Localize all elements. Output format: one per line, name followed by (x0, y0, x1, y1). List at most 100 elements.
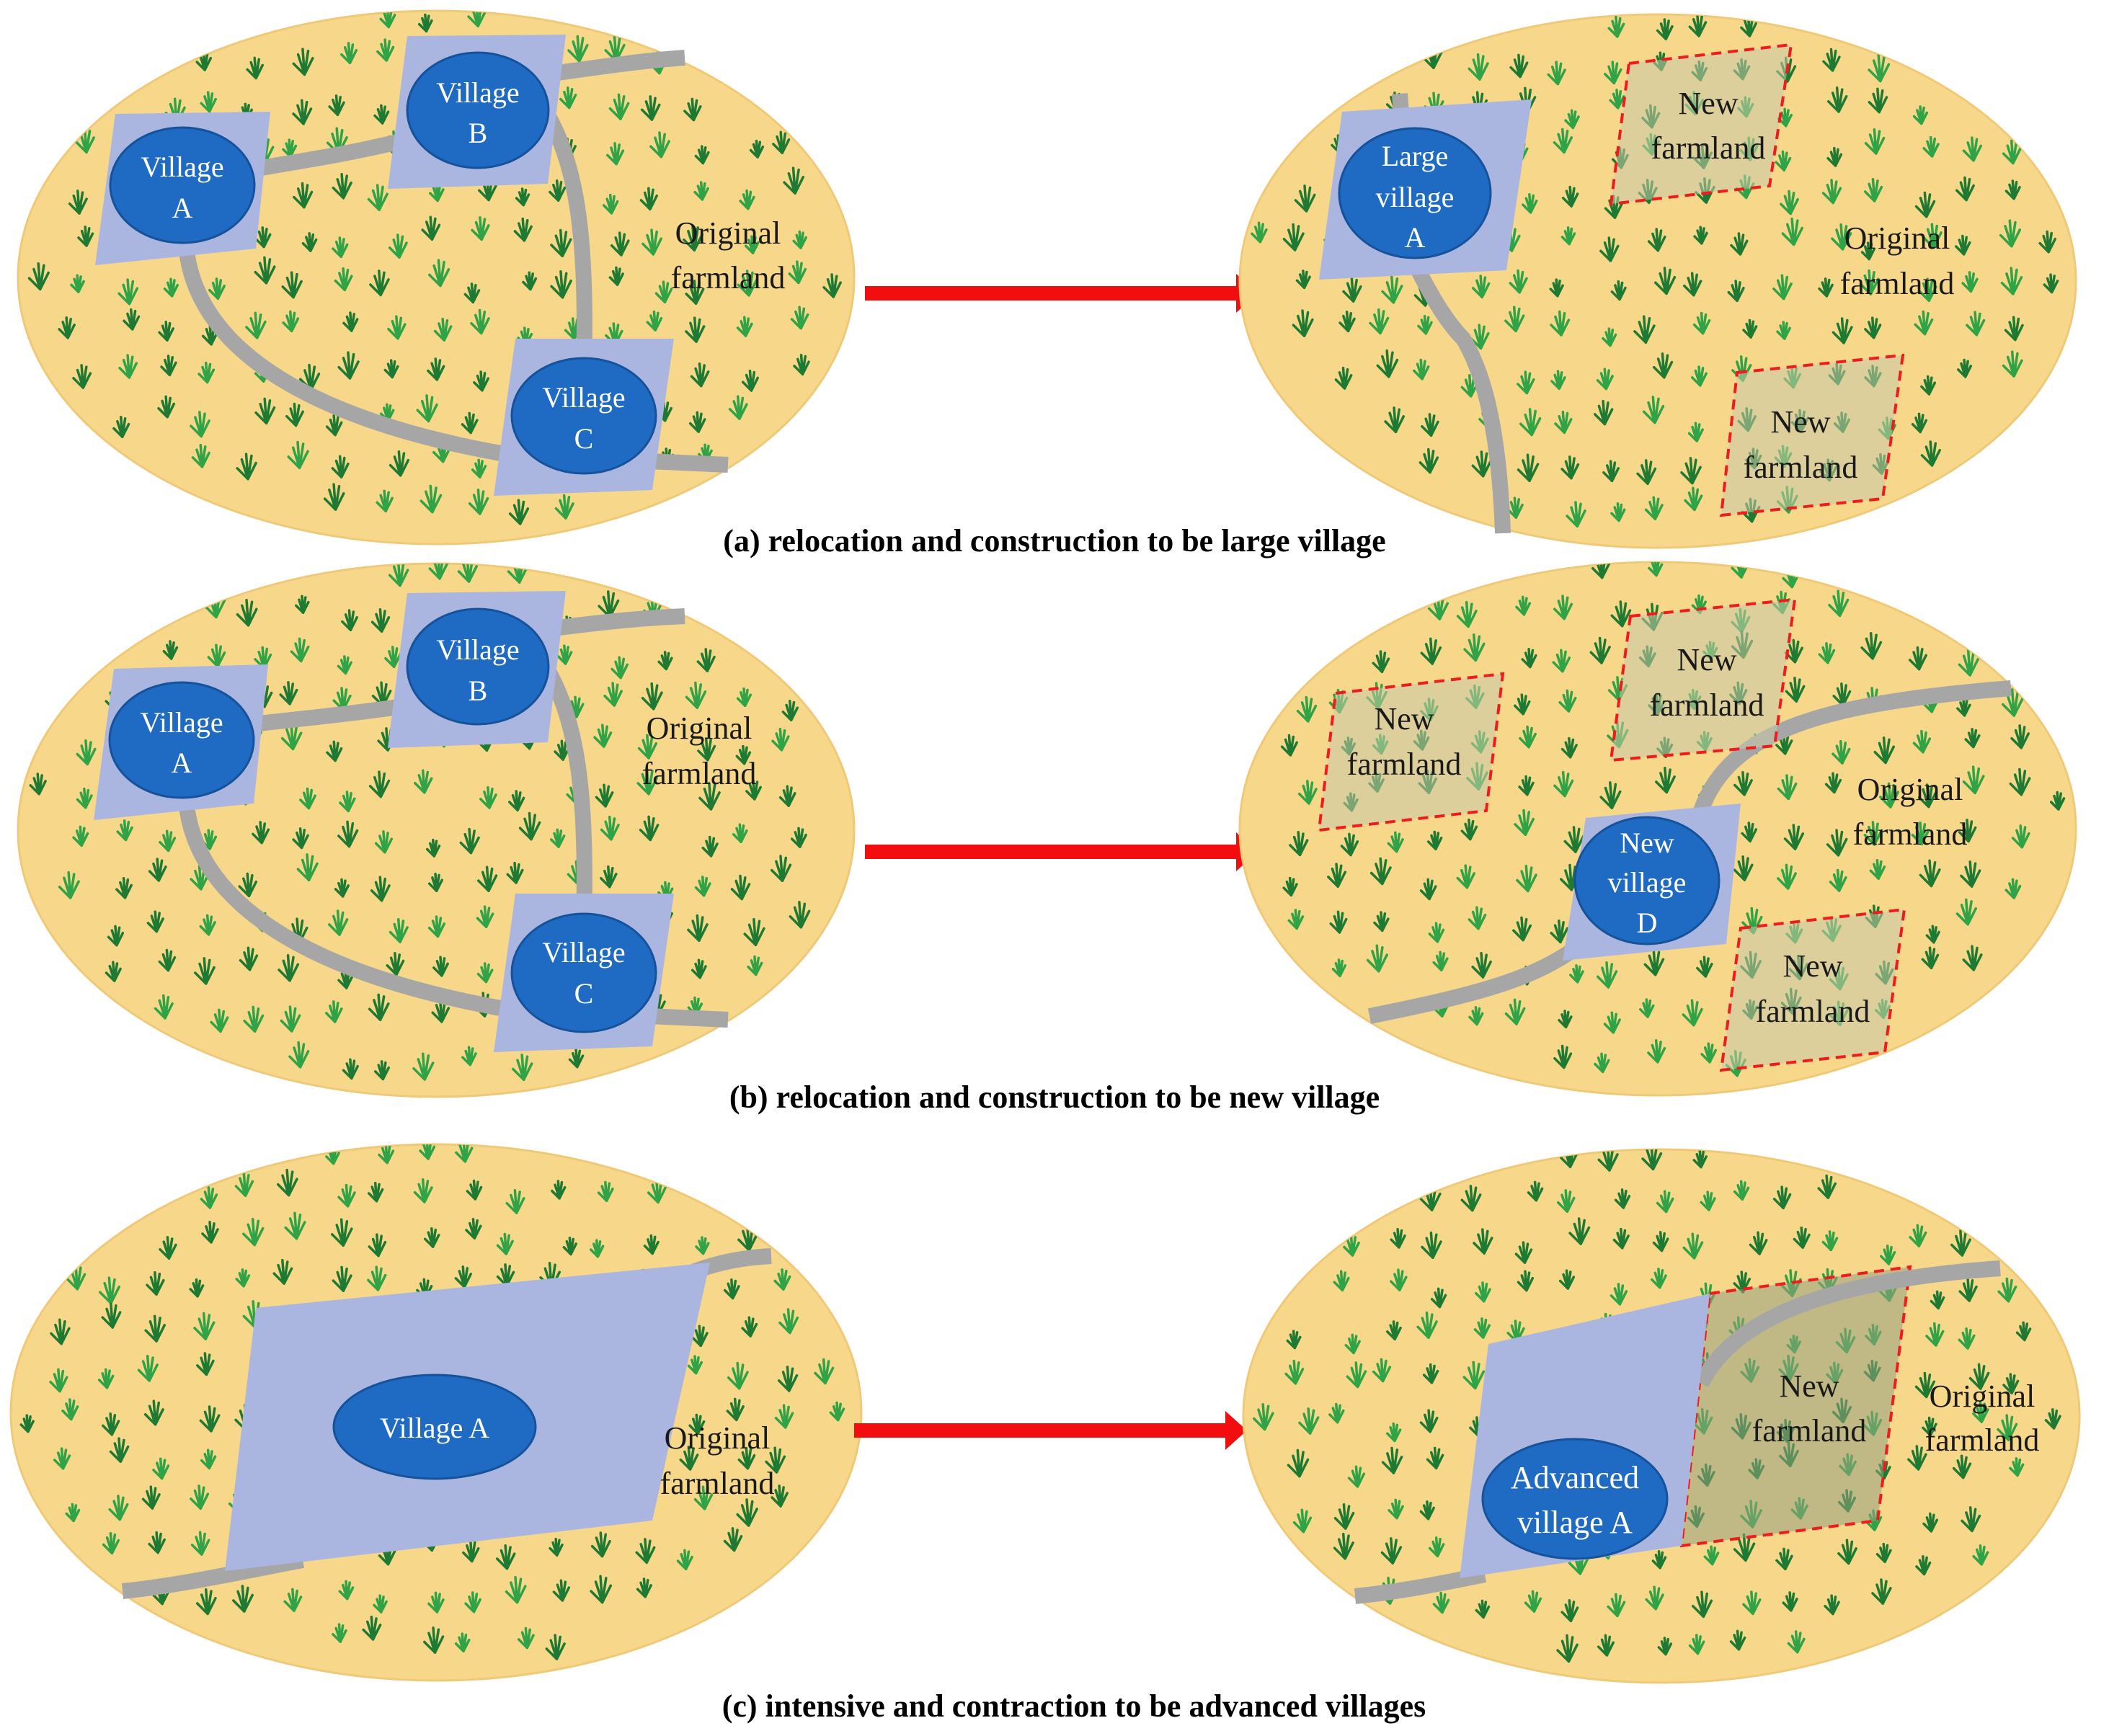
transformation-arrow (865, 274, 1258, 313)
grass-tuft (115, 877, 133, 899)
grass-tuft (1956, 698, 1971, 717)
grass-tuft (641, 682, 663, 711)
grass-tuft (1416, 1311, 1438, 1339)
grass-tuft (1591, 562, 1611, 579)
grass-tuft (1294, 184, 1316, 213)
grass-tuft (373, 1594, 388, 1613)
grass-tuft (1552, 649, 1571, 673)
grass-tuft (1776, 321, 1791, 340)
grass-tuft (636, 1577, 652, 1598)
grass-tuft (340, 42, 358, 65)
grass-tuft (539, 1261, 561, 1290)
grass-tuft (2043, 273, 2059, 294)
village-marker (108, 681, 255, 799)
grass-tuft (280, 723, 303, 751)
caption-b: (b) relocation and construction to be ne… (729, 1080, 1380, 1115)
grass-tuft (737, 1224, 758, 1252)
grass-tuft (162, 640, 179, 660)
grass-tuft (1859, 269, 1880, 295)
grass-tuft (1741, 907, 1763, 935)
grass-tuft (1386, 1320, 1402, 1341)
grass-tuft (640, 95, 661, 121)
grass-tuft (1428, 1536, 1445, 1558)
grass-tuft (191, 443, 210, 468)
grass-tuft (1826, 829, 1848, 857)
grass-tuft (1468, 1006, 1484, 1026)
grass-tuft (1829, 868, 1847, 892)
grass-tuft (1432, 1591, 1450, 1614)
grass-tuft (1740, 15, 1757, 37)
grass-tuft (464, 1591, 481, 1613)
village-marker (1481, 1438, 1669, 1560)
village-marker (510, 912, 657, 1033)
grass-tuft (427, 357, 445, 381)
grass-tuft (254, 256, 276, 285)
grass-tuft (27, 262, 50, 291)
grass-tuft (476, 905, 494, 929)
grass-tuft (1550, 920, 1569, 944)
grass-tuft (278, 954, 300, 982)
grass-tuft (1864, 316, 1882, 339)
grass-tuft (1602, 327, 1617, 347)
grass-tuft (337, 1183, 356, 1208)
grass-tuft (1460, 1185, 1482, 1212)
grass-tuft (1828, 589, 1850, 618)
grass-tuft (388, 917, 409, 943)
grass-tuft (53, 1447, 71, 1470)
grass-tuft (1514, 693, 1531, 716)
grass-tuft (1832, 317, 1853, 344)
grass-tuft (728, 395, 748, 420)
grass-tuft (1958, 1327, 1976, 1350)
grass-tuft (1868, 53, 1891, 83)
grass-tuft (600, 865, 618, 889)
grass-tuft (1733, 855, 1754, 881)
grass-tuft (66, 1265, 86, 1291)
grass-tuft (413, 1178, 433, 1203)
grass-tuft (1556, 1189, 1576, 1214)
roads (1354, 1260, 2001, 1604)
grass-tuft (288, 1041, 310, 1069)
grass-tuft (1558, 689, 1577, 713)
grass-tuft (1651, 1550, 1667, 1570)
grass-tuft (1914, 1371, 1936, 1399)
grass-tuft (195, 50, 213, 71)
grass-tuft (471, 216, 490, 241)
grass-tuft (788, 260, 807, 285)
grass-tuft (1703, 1545, 1720, 1566)
grass-tuft (432, 438, 452, 463)
grass-tuft (1962, 136, 1982, 162)
grass-tuft (1972, 1544, 1989, 1566)
grass-tuft (199, 1405, 221, 1433)
grass-tuft (567, 695, 585, 718)
grass-tuft (299, 787, 316, 810)
grass-tuft (412, 1052, 435, 1081)
grass-tuft (238, 872, 258, 898)
grass-tuft (693, 181, 709, 201)
grass-tuft (1518, 775, 1535, 796)
grass-tuft (1864, 128, 1886, 155)
grass-tuft (1960, 860, 1981, 888)
grass-tuft (735, 744, 752, 765)
grass-tuft (1782, 1591, 1798, 1612)
grass-tuft (790, 306, 809, 330)
grass-tuft (515, 187, 530, 207)
grass-tuft (454, 1265, 472, 1288)
grass-tuft (1700, 1190, 1716, 1211)
grass-tuft (196, 1352, 215, 1376)
grass-tuft (1432, 951, 1449, 971)
grass-tuft (1418, 448, 1439, 474)
grass-tuft (1563, 826, 1585, 853)
grass-tuft (554, 739, 571, 761)
grass-tuft (522, 271, 538, 291)
village-marker (406, 51, 550, 169)
grass-tuft (1560, 226, 1576, 246)
grass-tuft (370, 608, 391, 633)
new-farmland-area (1609, 597, 1797, 762)
grass-tuft (2004, 316, 2024, 342)
grass-tuft (201, 324, 219, 346)
